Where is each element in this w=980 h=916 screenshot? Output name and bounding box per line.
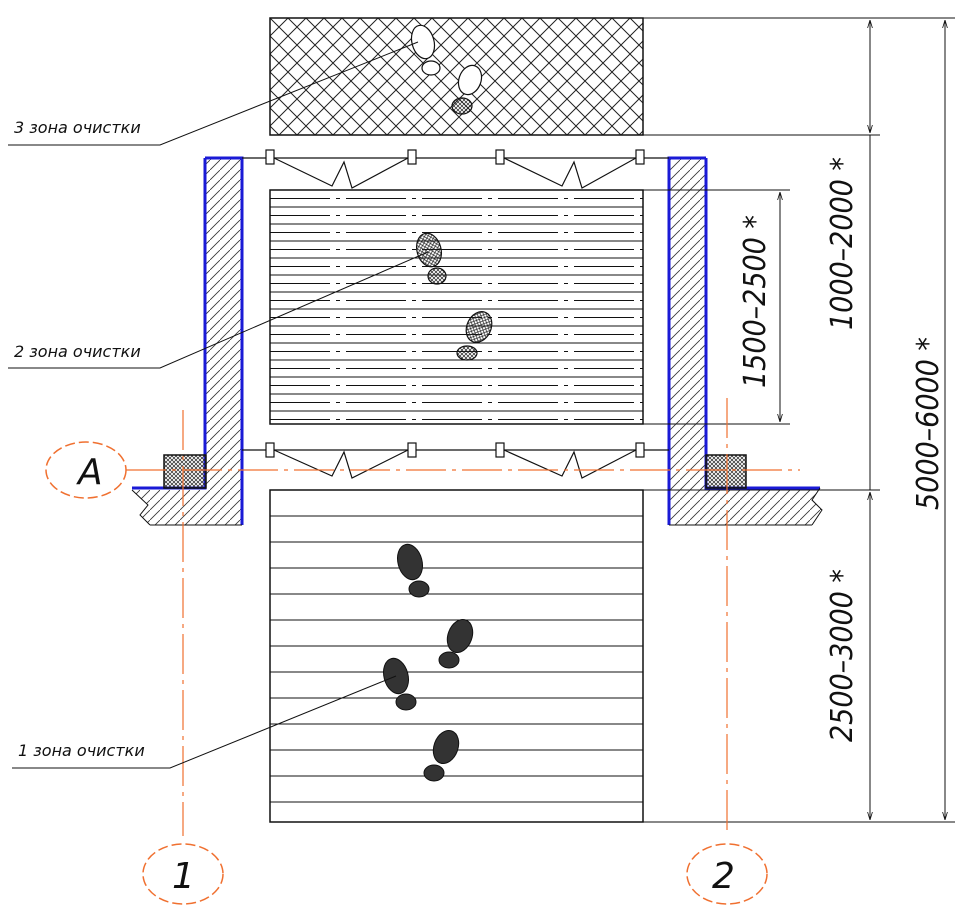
left-wall (131, 156, 244, 526)
zone-3-mat (269, 17, 955, 136)
footprint-icon (383, 543, 474, 782)
zone-1-callout: 1 зона очистки (12, 675, 397, 769)
dimension-lines (780, 20, 945, 820)
zone-2-callout: 2 зона очистки (8, 251, 429, 369)
zone-3-callout: 3 зона очистки (8, 41, 419, 146)
dim-5000-6000: 5000–6000 * (911, 337, 946, 510)
zone-1-label: 1 зона очистки (18, 741, 145, 760)
zone-2-mat (269, 189, 790, 425)
axis-marker-a: А (45, 441, 127, 499)
axis-marker-1: 1 (142, 843, 224, 905)
outer-door (242, 442, 669, 479)
axis-lines (126, 398, 800, 836)
axis-label-1: 1 (172, 856, 195, 897)
zone-2-label: 2 зона очистки (14, 342, 141, 361)
dim-1500-2500: 1500–2500 * (738, 215, 773, 388)
dim-1000-2000: 1000–2000 * (825, 157, 860, 330)
zone-1-mat (269, 489, 955, 823)
dim-2500-3000: 2500–3000 * (825, 569, 860, 742)
axis-label-2: 2 (712, 856, 735, 897)
axis-label-a: А (76, 452, 103, 493)
inner-door (242, 149, 669, 189)
footprint-icon (416, 232, 493, 361)
axis-marker-2: 2 (686, 843, 768, 905)
footprint-icon (410, 24, 483, 115)
zone-3-label: 3 зона очистки (14, 118, 141, 137)
